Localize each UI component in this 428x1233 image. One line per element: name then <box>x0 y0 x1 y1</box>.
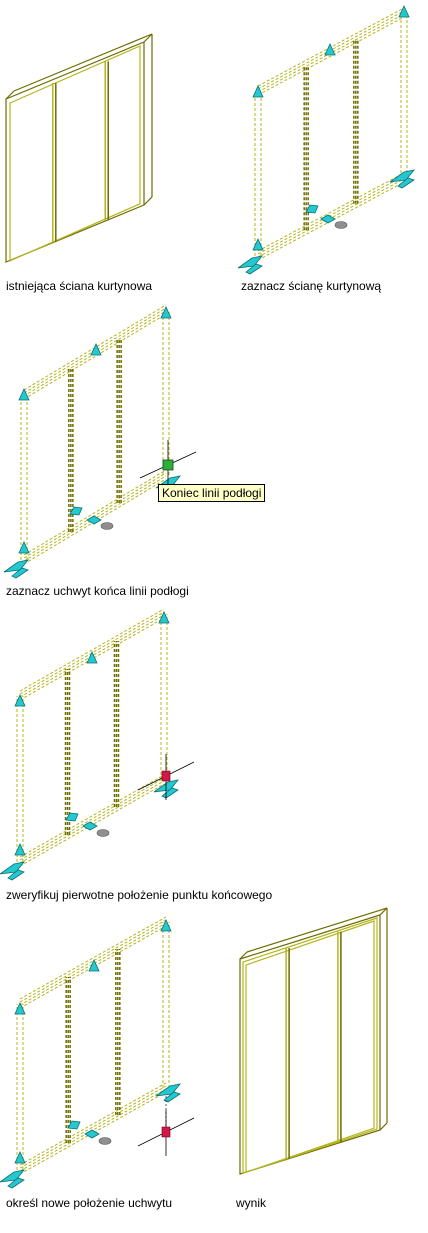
caption-new-position: określ nowe położenie uchwytu <box>6 1196 173 1210</box>
panel-verify-endpoint <box>0 608 195 881</box>
grip-bottom-mid <box>82 821 98 831</box>
grip-bottom-left <box>11 567 29 579</box>
existing-wall-depth-edge <box>143 33 153 43</box>
grip-corner-top-right <box>398 5 410 18</box>
new-position-wall-rail <box>19 916 167 1000</box>
panel-select-grip <box>3 304 197 579</box>
grip-bottom-left <box>245 263 263 275</box>
grip-bottom-left <box>3 559 29 573</box>
grip-bottom-left <box>0 1169 25 1183</box>
new-position-wall-rail <box>19 1085 167 1169</box>
grip-offset-mark <box>96 829 110 837</box>
grip-flip <box>67 1120 81 1130</box>
grip-offset-mark <box>100 522 114 530</box>
existing-wall-depth-edge <box>13 33 153 92</box>
existing-wall-frame-outline <box>9 45 141 262</box>
caption-existing-wall: istniejąca ściana kurtynowa <box>6 279 153 293</box>
grip-bottom-left <box>7 1177 25 1189</box>
grip-flip <box>69 506 83 516</box>
caption-select-grip: zaznacz uchwyt końca linii podłogi <box>6 584 189 598</box>
verify-wall-rail <box>19 774 165 858</box>
new-position-wall-rail <box>19 1091 167 1175</box>
result-wall-frame-outline <box>245 920 375 1174</box>
panel-existing-wall <box>5 33 153 263</box>
verify-wall-rail <box>19 608 165 692</box>
grip-corner-top-left <box>14 694 26 707</box>
grip-bottom-left <box>7 869 25 881</box>
grip-offset-mark <box>334 221 348 229</box>
grip-bottom-left-post <box>14 843 26 856</box>
new-position-wall-rail <box>19 925 167 1009</box>
verify-wall-rail <box>19 777 165 861</box>
new-position-wall-rail <box>19 1082 167 1166</box>
verify-wall-rail <box>19 780 165 864</box>
endpoint-crosshair-marker <box>161 770 171 782</box>
new-position-wall-rail <box>19 1088 167 1172</box>
result-wall-depth-edge <box>379 1122 388 1131</box>
select-grip-wall-rail <box>23 469 167 556</box>
grip-flip <box>65 812 79 822</box>
grip-bottom-mid <box>320 214 336 224</box>
grip-bottom-left-post <box>18 541 30 554</box>
grip-tooltip: Koniec linii podłogi <box>158 484 266 502</box>
grip-top-mid <box>90 343 102 356</box>
panel-result <box>239 907 388 1175</box>
result-wall-depth-edge <box>246 907 388 953</box>
result-wall-frame-outline <box>242 917 378 1174</box>
grip-top-mid <box>88 959 100 972</box>
caption-select-wall: zaznacz ścianę kurtynową <box>241 279 382 293</box>
existing-wall-depth-edge <box>5 90 15 100</box>
grip-bottom-right <box>389 169 415 183</box>
grip-top-mid <box>324 43 336 56</box>
new-position-wall-rail <box>19 919 167 1003</box>
existing-wall-depth-edge <box>143 196 153 206</box>
panel-new-position <box>0 916 195 1189</box>
result-wall-depth-edge <box>239 951 248 960</box>
select-grip-wall-rail <box>23 313 167 400</box>
hovered-grip <box>162 459 174 471</box>
grip-offset-mark <box>98 1137 112 1145</box>
grip-bottom-mid <box>86 515 102 525</box>
grip-corner-top-left <box>252 85 264 98</box>
caption-verify-endpoint: zweryfikuj pierwotne położenie punktu ko… <box>6 888 273 902</box>
grip-corner-top-right <box>160 306 172 319</box>
grip-top-mid <box>86 651 98 664</box>
grip-corner-top-left <box>18 388 30 401</box>
caption-result: wynik <box>236 1196 267 1210</box>
grip-corner-top-right <box>158 611 170 624</box>
select-wall-rail <box>257 172 405 252</box>
grip-bottom-mid <box>84 1129 100 1139</box>
select-wall-rail <box>257 16 405 96</box>
grip-bottom-left-post <box>252 238 264 251</box>
new-position-wall-rail <box>19 922 167 1006</box>
grip-corner-top-left <box>14 1002 26 1015</box>
select-grip-wall-rail <box>23 472 167 559</box>
select-wall-rail <box>257 175 405 255</box>
grip-bottom-left-post <box>14 1151 26 1164</box>
panel-select-wall <box>237 5 415 275</box>
grip-bottom-left <box>237 255 263 269</box>
result-wall-depth-edge <box>379 907 388 916</box>
grip-floor-line-end <box>163 1091 181 1103</box>
new-position-crosshair-marker <box>161 1126 171 1138</box>
grip-bottom-right <box>397 177 415 189</box>
grip-flip <box>305 204 319 214</box>
grip-corner-top-right <box>160 919 172 932</box>
grip-floor-line-end <box>155 1083 181 1097</box>
grip-bottom-left <box>0 861 25 875</box>
